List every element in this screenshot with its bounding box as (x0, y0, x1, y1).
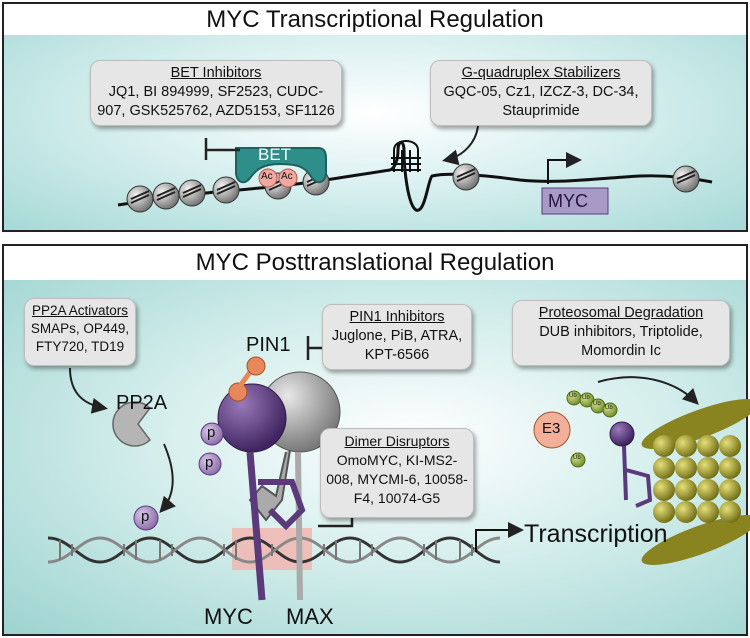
phosphate-marker (200, 422, 224, 446)
g-quadruplex (391, 140, 421, 172)
pp2a-activator-arrow (69, 367, 108, 414)
pp2a-activators-heading: PP2A Activators (31, 303, 129, 318)
myc-gene-label: MYC (548, 191, 588, 211)
dimer-disruptors-list: OmoMYC, KI-MS2-008, MYCMI-6, 10058-F4, 1… (326, 452, 468, 506)
myc-gene-box (541, 187, 609, 215)
bet-inhibitors-list: JQ1, BI 894999, SF2523, CUDC-907, GSK525… (97, 84, 335, 119)
gq-stabilizers-list: GQC-05, Cz1, IZCZ-3, DC-34, Stauprimide (443, 84, 639, 119)
phosphate-label: p (207, 424, 216, 441)
chromatin-line (117, 141, 713, 212)
free-phosphate-label: p (141, 508, 150, 525)
pp2a-activators-box: PP2A Activators SMAPs, OP449, FTY720, TD… (24, 298, 136, 366)
e3-ligase (533, 411, 571, 449)
ub-label: Ub (582, 395, 590, 401)
proteosomal-degradation-heading: Proteosomal Degradation (538, 305, 704, 321)
bet-protein (235, 147, 327, 184)
e3-label: E3 (542, 420, 561, 437)
pin1-inhibitors-box: PIN1 Inhibitors Juglone, PiB, ATRA, KPT-… (322, 304, 472, 370)
pin1-label: PIN1 (246, 334, 291, 356)
acetyl-marker (278, 168, 298, 188)
dimer-disruptors-box: Dimer Disruptors OmoMYC, KI-MS2-008, MYC… (320, 428, 474, 518)
dephosphorylation-arrow (159, 443, 176, 514)
phosphate-marker (198, 452, 222, 476)
dimer-disruptors-heading: Dimer Disruptors (344, 433, 450, 449)
gq-arrow (442, 125, 479, 166)
phosphate-label: p (205, 454, 214, 471)
acetyl-label: Ac (281, 171, 293, 182)
pp2a-activators-list: SMAPs, OP449, FTY720, TD19 (30, 321, 130, 354)
ubiquitin-chain (566, 390, 618, 468)
ub-label: Ub (593, 401, 601, 407)
panel2-title: MYC Posttranslational Regulation (2, 244, 748, 282)
myc-promoter-arrow (547, 152, 582, 184)
ub-label: Ub (569, 393, 577, 399)
pp2a-label: PP2A (116, 392, 168, 414)
ub-label: Ub (573, 455, 581, 461)
max-protein-label: MAX (286, 604, 334, 629)
bet-inhibitors-heading: BET Inhibitors (170, 65, 262, 81)
panel1-title: MYC Transcriptional Regulation (2, 2, 748, 37)
ubiquitinated-myc (609, 421, 635, 447)
pin1-inhibitors-heading: PIN1 Inhibitors (349, 309, 445, 325)
ub-label: Ub (605, 405, 613, 411)
gq-stabilizers-box: G-quadruplex Stabilizers GQC-05, Cz1, IZ… (430, 60, 652, 126)
pin1-inhibitors-list: Juglone, PiB, ATRA, KPT-6566 (331, 328, 463, 363)
pin1-protein (228, 356, 266, 402)
gq-stabilizers-heading: G-quadruplex Stabilizers (461, 65, 621, 81)
degradation-arrow (597, 376, 699, 405)
pp2a-enzyme (112, 401, 152, 447)
acetyl-marker (258, 168, 278, 188)
proteosomal-degradation-list: DUB inhibitors, Triptolide, Momordin Ic (539, 324, 703, 359)
myc-protein-label: MYC (204, 604, 253, 629)
dna-helix (47, 528, 501, 570)
proteasome (641, 399, 750, 565)
transcription-label: Transcription (524, 520, 668, 548)
myc-protein (217, 383, 287, 453)
bet-inhibition-symbol (204, 138, 240, 160)
transcription-arrow (475, 522, 524, 552)
acetyl-label: Ac (261, 171, 273, 182)
free-phosphate (133, 505, 159, 531)
bet-inhibitors-box: BET Inhibitors JQ1, BI 894999, SF2523, C… (90, 60, 342, 126)
proteosomal-degradation-box: Proteosomal Degradation DUB inhibitors, … (512, 300, 730, 366)
bet-label: BET (258, 145, 292, 164)
